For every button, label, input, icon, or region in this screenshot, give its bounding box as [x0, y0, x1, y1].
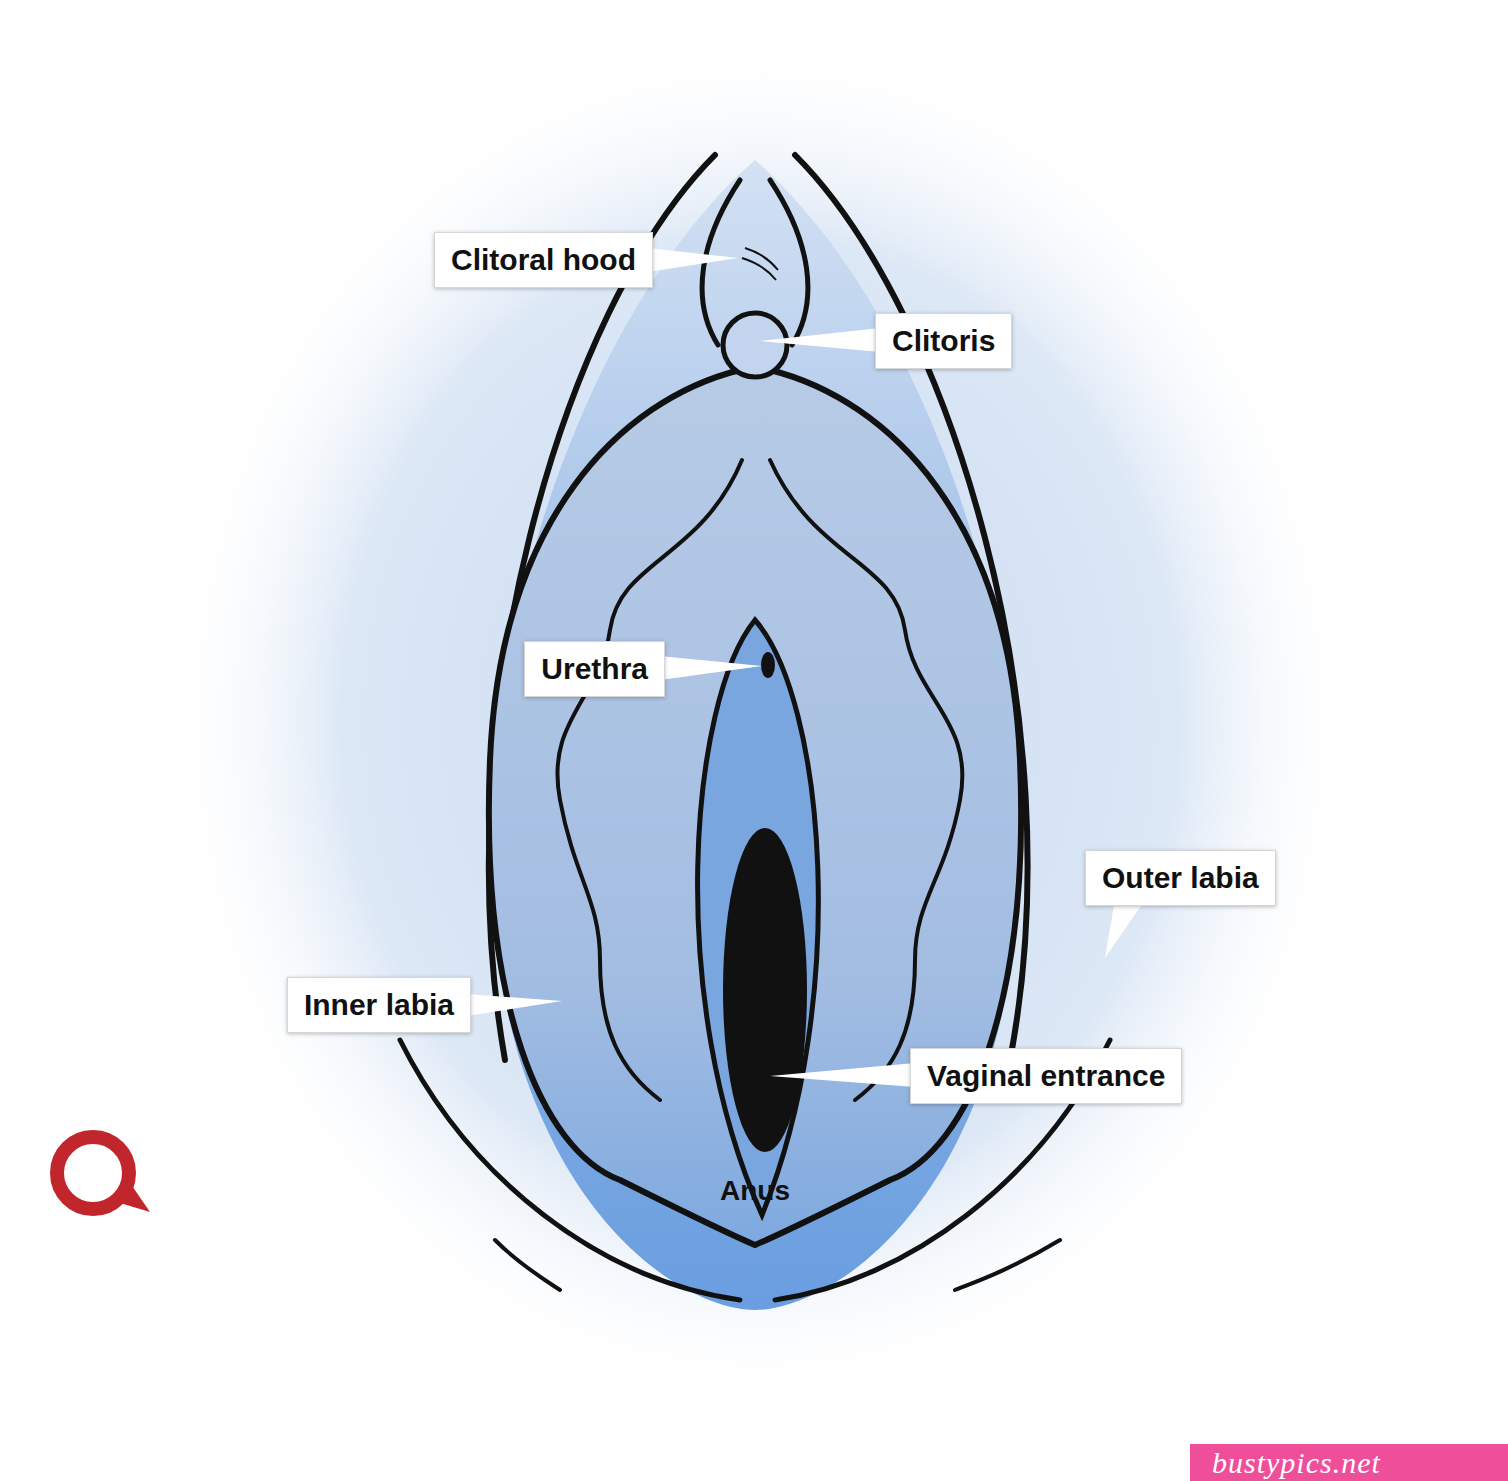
- clitoris-shape: [723, 313, 787, 377]
- watermark: bustypics.net: [1190, 1444, 1508, 1481]
- callout-label: Urethra: [541, 651, 648, 687]
- callout-box: Clitoral hood: [434, 232, 653, 288]
- leader-line: [660, 656, 762, 680]
- leader-line: [770, 1063, 915, 1087]
- callout-box: Outer labia: [1085, 850, 1276, 906]
- inner-labia-shape: [489, 370, 1021, 1245]
- vestibule-shape: [698, 620, 819, 1215]
- anatomy-label: Anus: [720, 1175, 790, 1207]
- callout-box: Clitoris: [875, 313, 1012, 369]
- vaginal-opening: [723, 828, 807, 1152]
- leader-line: [760, 328, 880, 352]
- outer-line: [495, 1240, 560, 1290]
- brand-logo: [110, 1180, 150, 1212]
- background-glow: [160, 30, 1360, 1410]
- callout-box: Urethra: [524, 641, 665, 697]
- callout-label: Inner labia: [304, 987, 454, 1023]
- hood-line: [745, 248, 778, 270]
- leader-line: [1105, 900, 1145, 958]
- callout-label: Vaginal entrance: [927, 1058, 1165, 1094]
- callout-label: Clitoral hood: [451, 242, 636, 278]
- callout-box: Inner labia: [287, 977, 471, 1033]
- leader-line: [466, 994, 562, 1016]
- outer-line: [955, 1240, 1060, 1290]
- callout-box: Vaginal entrance: [910, 1048, 1182, 1104]
- callout-label: Clitoris: [892, 323, 995, 359]
- urethra-opening: [761, 652, 775, 678]
- callout-label: Outer labia: [1102, 860, 1259, 896]
- leader-line: [648, 248, 738, 272]
